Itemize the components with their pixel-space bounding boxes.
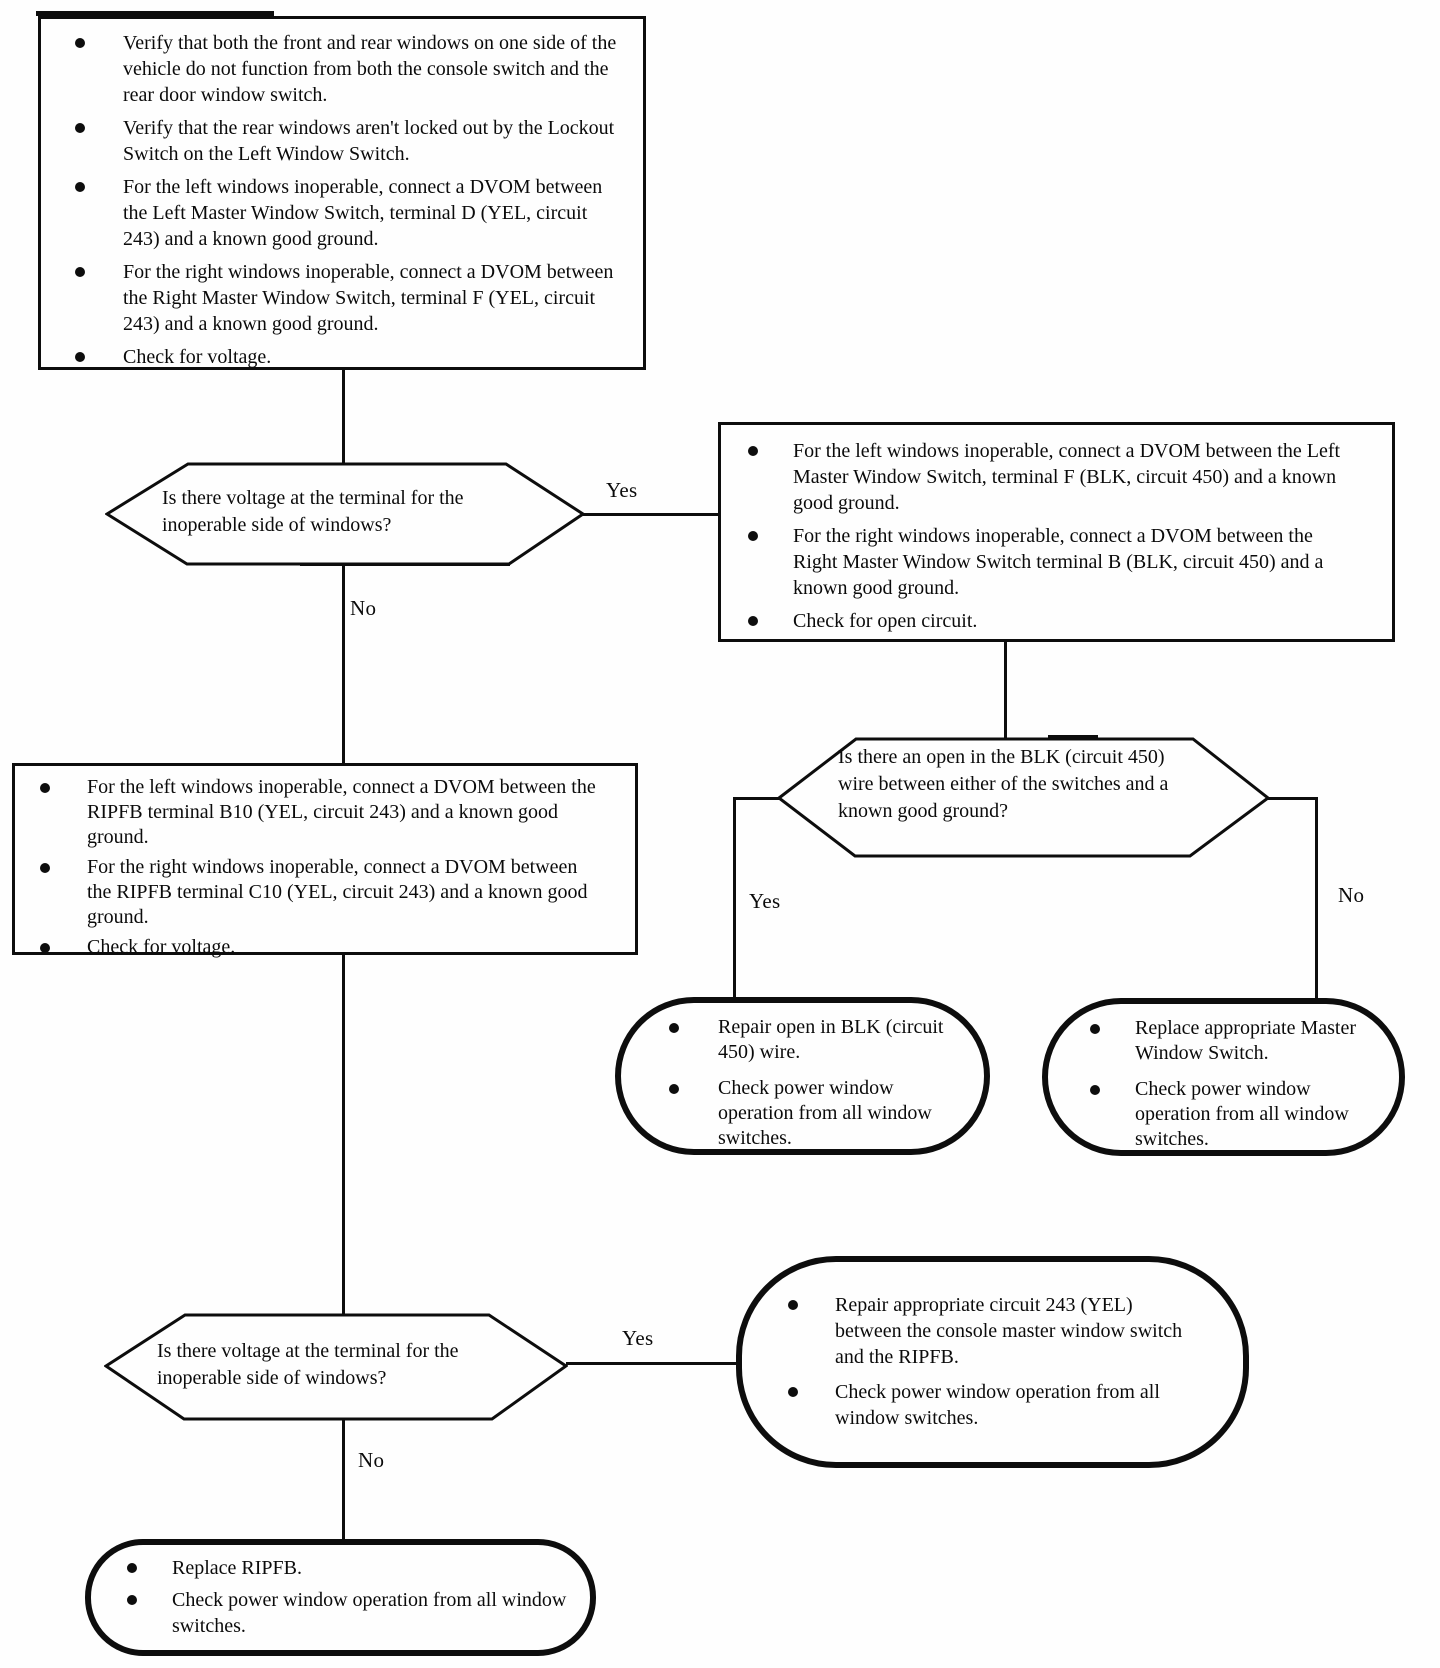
connector-start-to-decision1 [342,368,345,464]
bullet-icon [788,1387,798,1397]
repair-circuit-243-result-box: Repair appropriate circuit 243 (YEL) bet… [736,1256,1249,1468]
list-item: Check power window operation from all wi… [621,1076,960,1151]
replace-master-switch-result-box: Replace appropriate Master Window Switch… [1042,998,1405,1156]
bullet-icon [127,1595,137,1605]
list-item: Replace RIPFB. [91,1555,578,1581]
connector-decision2-no-v [1315,797,1318,999]
hexagon-shape [777,737,1270,858]
hexagon-shape [104,1313,568,1421]
list-item: For the right windows inoperable, connec… [721,523,1350,601]
list-item: Verify that the rear windows aren't lock… [41,115,621,167]
repair-blk-list: Repair open in BLK (circuit 450) wire. Ch… [621,1015,960,1151]
bullet-icon [75,38,85,48]
list-item: For the left windows inoperable, connect… [721,438,1350,516]
list-item: Check for voltage. [41,344,621,370]
scan-artifact [1048,735,1098,740]
list-item: Repair open in BLK (circuit 450) wire. [621,1015,960,1065]
replace-ripfb-result-box: Replace RIPFB. Check power window operati… [85,1539,596,1656]
bullet-icon [669,1023,679,1033]
list-item: For the right windows inoperable, connec… [15,855,605,930]
connector-decision1-no [342,564,345,764]
check-open-circuit-box: For the left windows inoperable, connect… [718,422,1395,642]
ripfb-check-list: For the left windows inoperable, connect… [15,775,605,960]
repair-blk-result-box: Repair open in BLK (circuit 450) wire. Ch… [615,997,990,1155]
list-item: Check power window operation from all wi… [1048,1077,1383,1152]
scan-artifact [36,11,274,16]
bullet-icon [40,943,50,953]
list-item: Check power window operation from all wi… [91,1587,578,1639]
label-yes-1: Yes [606,478,638,502]
decision-open-blk-text: Is there an open in the BLK (circuit 450… [838,746,1169,822]
bullet-icon [75,123,85,133]
bullet-icon [40,783,50,793]
decision-voltage-2: Is there voltage at the terminal for the… [104,1313,568,1421]
label-no-1: No [350,596,377,620]
list-item: Check power window operation from all wi… [742,1379,1201,1431]
bullet-icon [1090,1085,1100,1095]
connector-decision2-yes-h [733,797,779,800]
connector-decision3-yes [566,1362,738,1365]
label-yes-2: Yes [749,889,781,913]
bullet-icon [1090,1024,1100,1034]
ripfb-check-box: For the left windows inoperable, connect… [12,763,638,958]
list-item: Check for voltage. [15,935,605,960]
decision-voltage-1-text: Is there voltage at the terminal for the… [162,487,464,536]
check-open-circuit-list: For the left windows inoperable, connect… [721,438,1350,634]
list-item: For the left windows inoperable, connect… [41,174,621,252]
connector-ripfb-to-decision3 [342,953,345,1314]
replace-master-switch-list: Replace appropriate Master Window Switch… [1048,1016,1383,1152]
list-item: For the right windows inoperable, connec… [41,259,621,337]
list-item: Replace appropriate Master Window Switch… [1048,1016,1383,1066]
start-instructions-list: Verify that both the front and rear wind… [41,30,621,370]
connector-decision2-no-h [1266,797,1318,800]
bullet-icon [75,182,85,192]
start-instructions-box: Verify that both the front and rear wind… [38,16,646,370]
decision-open-blk: Is there an open in the BLK (circuit 450… [777,737,1270,858]
bullet-icon [75,352,85,362]
bullet-icon [40,863,50,873]
bullet-icon [748,531,758,541]
list-item: Verify that both the front and rear wind… [41,30,621,108]
connector-decision3-no [342,1419,345,1540]
bullet-icon [748,616,758,626]
bullet-icon [127,1563,137,1573]
list-item: Check for open circuit. [721,608,1350,634]
decision-voltage-1: Is there voltage at the terminal for the… [105,462,585,566]
bullet-icon [748,446,758,456]
label-yes-3: Yes [622,1326,654,1350]
label-no-3: No [358,1448,385,1472]
list-item: Repair appropriate circuit 243 (YEL) bet… [742,1292,1201,1370]
bullet-icon [788,1300,798,1310]
repair-circuit-243-list: Repair appropriate circuit 243 (YEL) bet… [742,1292,1201,1431]
bullet-icon [75,267,85,277]
list-item: For the left windows inoperable, connect… [15,775,605,850]
hexagon-shape [105,462,585,566]
replace-ripfb-list: Replace RIPFB. Check power window operati… [91,1555,578,1639]
connector-decision1-yes [583,513,719,516]
connector-checkopen-to-decision2 [1004,640,1007,739]
label-no-2: No [1338,883,1365,907]
decision-voltage-2-text: Is there voltage at the terminal for the… [157,1340,459,1389]
bullet-icon [669,1084,679,1094]
connector-decision2-yes-v [733,797,736,998]
